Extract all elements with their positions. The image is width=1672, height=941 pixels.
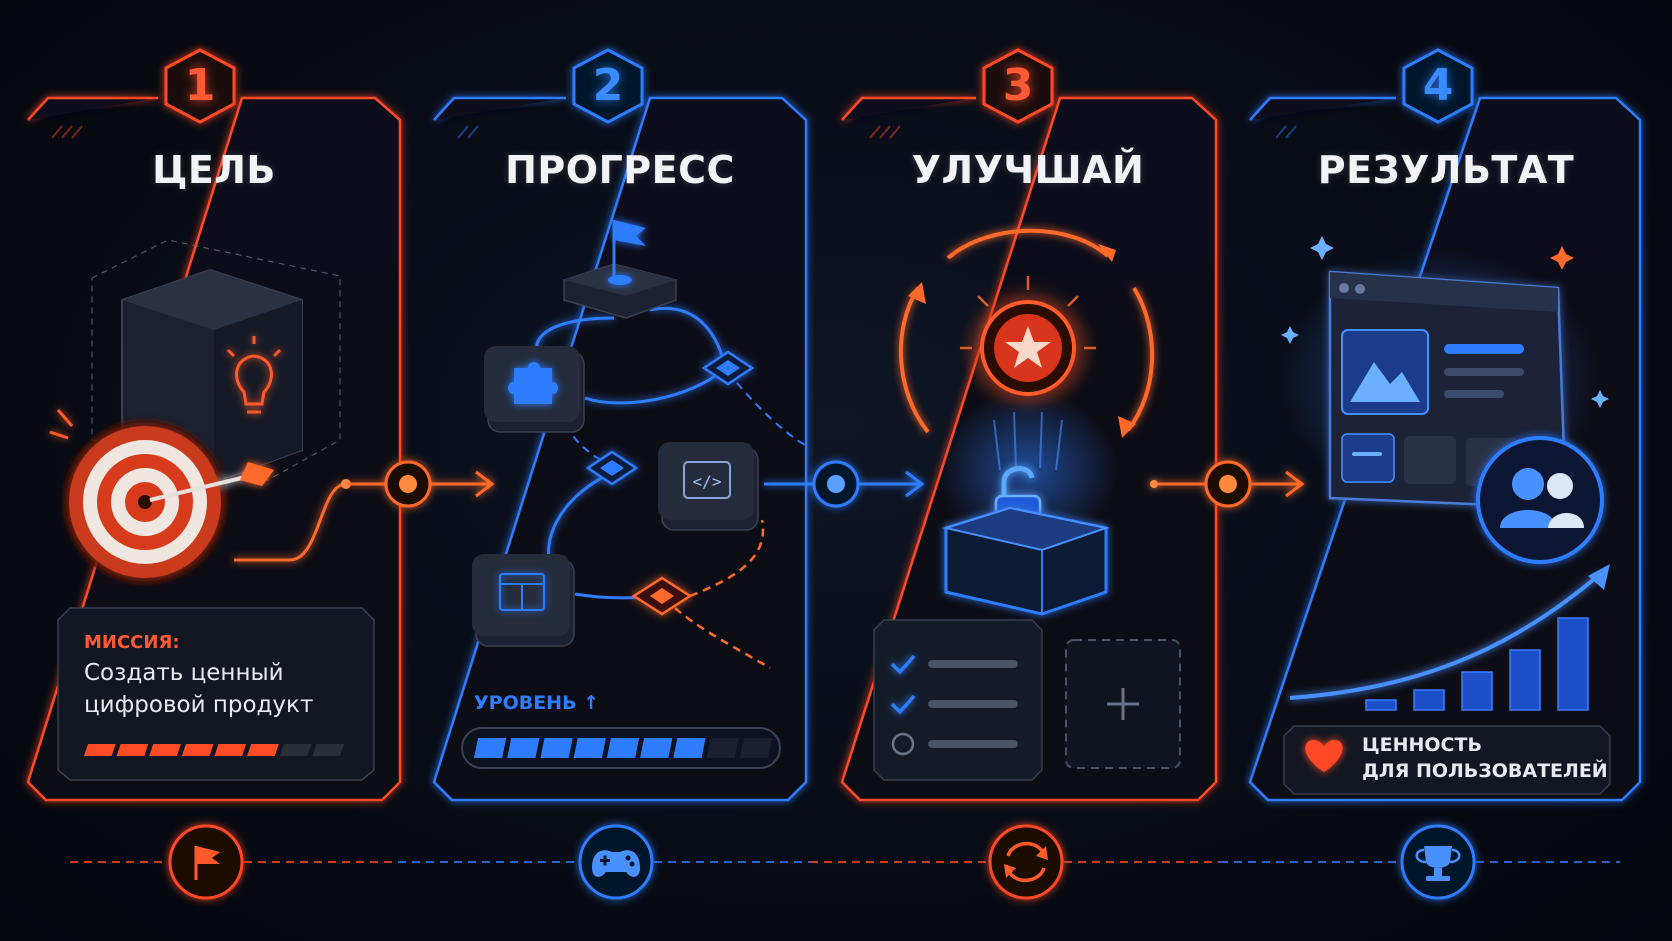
step-number-hex-4 xyxy=(1402,48,1474,124)
progress-segment xyxy=(507,738,540,758)
progress-segment xyxy=(84,744,116,756)
progress-segment xyxy=(640,738,673,758)
progress-segment xyxy=(247,744,279,756)
step-number-1: 1 xyxy=(184,60,216,111)
value-text-line2: ДЛЯ ПОЛЬЗОВАТЕЛЕЙ xyxy=(1362,760,1608,782)
mission-label: МИССИЯ: xyxy=(84,632,180,653)
improve-cycle xyxy=(898,228,1155,616)
progress-segment xyxy=(706,738,739,758)
value-box xyxy=(1283,725,1611,795)
refresh-icon xyxy=(988,824,1064,900)
connector-3-4 xyxy=(1150,460,1305,508)
image-icon xyxy=(1350,362,1420,402)
progress-segment xyxy=(214,744,247,756)
code-icon xyxy=(683,461,731,499)
progress-map: </> xyxy=(472,220,806,670)
heart-icon xyxy=(1305,740,1343,772)
trophy-icon xyxy=(1400,824,1476,900)
step-title-1: ЦЕЛЬ xyxy=(152,148,276,192)
connector-2-3 xyxy=(764,460,925,508)
step-title-4: РЕЗУЛЬТАТ xyxy=(1317,148,1575,192)
connector-1-2 xyxy=(348,460,495,508)
step-title-2: ПРОГРЕСС xyxy=(505,148,735,192)
progress-segment xyxy=(540,738,573,758)
progress-segment xyxy=(116,744,149,756)
step-number-hex-3 xyxy=(982,48,1054,124)
flag-icon xyxy=(614,220,646,246)
progress-segment xyxy=(312,744,344,756)
level-label: УРОВЕНЬ ↑ xyxy=(474,692,600,714)
step-number-hex-1 xyxy=(164,48,236,124)
puzzle-icon xyxy=(508,362,558,404)
mission-box xyxy=(57,607,375,781)
value-text-line1: ЦЕННОСТЬ xyxy=(1362,734,1482,756)
add-item-card xyxy=(1065,639,1181,769)
lightbulb-icon xyxy=(226,336,282,414)
empty-checkbox-icon xyxy=(891,732,915,756)
star-icon xyxy=(980,300,1076,396)
step-number-hex-2 xyxy=(572,48,644,124)
progress-segment xyxy=(181,744,214,756)
users-icon xyxy=(1476,436,1604,564)
step-number-3: 3 xyxy=(1002,60,1034,111)
mission-text-line2: цифровой продукт xyxy=(84,692,314,718)
growth-chart xyxy=(1289,564,1610,711)
svg-text:</>: </> xyxy=(693,472,722,491)
step-title-3: УЛУЧШАЙ xyxy=(911,148,1145,192)
mission-progress-bar xyxy=(84,744,344,756)
checklist-card xyxy=(873,619,1043,781)
mission-text-line1: Создать ценный xyxy=(84,660,284,686)
flag-icon xyxy=(168,824,244,900)
progress-segment xyxy=(279,744,312,756)
hatch-decoration xyxy=(51,125,901,139)
progress-segment xyxy=(606,738,640,758)
progress-segment xyxy=(673,738,706,758)
target-icon xyxy=(49,409,274,584)
progress-segment xyxy=(573,738,606,758)
result-dashboard xyxy=(1280,236,1610,711)
progress-segment xyxy=(474,738,507,758)
progress-segment xyxy=(149,744,181,756)
step-number-2: 2 xyxy=(592,60,624,111)
progress-segment xyxy=(739,738,772,758)
unlocked-box xyxy=(942,506,1110,616)
checkmark-icon xyxy=(890,654,916,675)
gamepad-icon xyxy=(578,824,654,900)
checkmark-icon xyxy=(890,694,916,715)
step-number-4: 4 xyxy=(1422,60,1454,111)
